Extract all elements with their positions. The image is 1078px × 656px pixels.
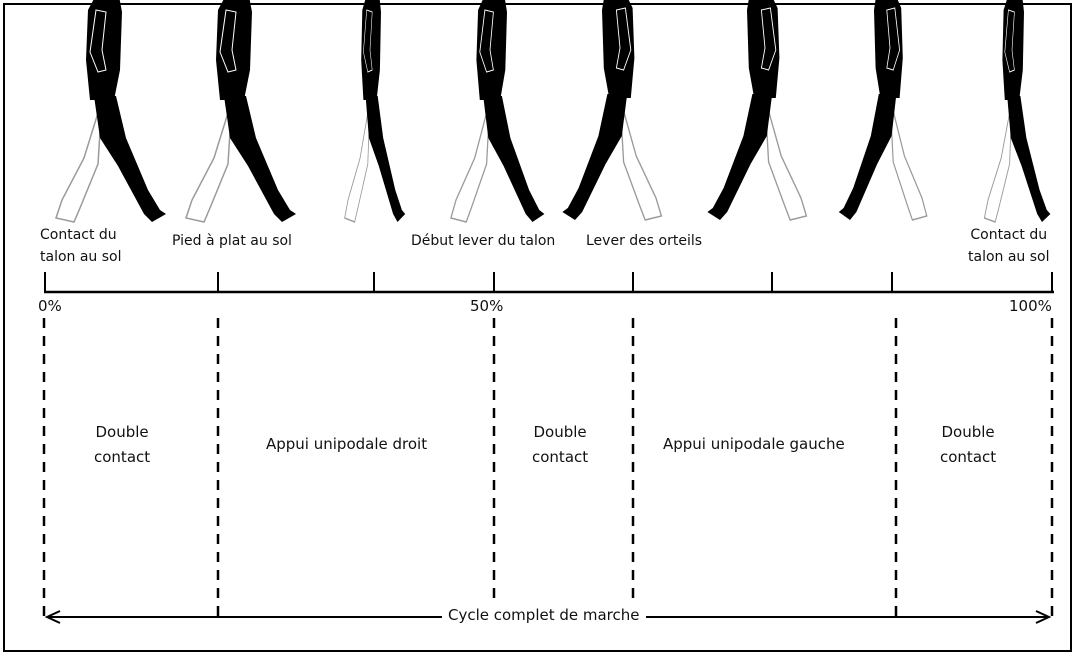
percent-label-50: 50% xyxy=(470,297,504,315)
walker-figure-7 xyxy=(838,0,928,221)
walker-figure-8 xyxy=(983,0,1052,223)
percent-label-0: 0% xyxy=(38,297,62,315)
phase-label-double-contact-1: Double contact xyxy=(94,420,150,470)
percent-label-100: 100% xyxy=(1009,297,1052,315)
phase-label-left-single-support: Appui unipodale gauche xyxy=(663,432,845,457)
timeline-ticks xyxy=(44,272,1053,292)
phase-label-right-single-support: Appui unipodale droit xyxy=(266,432,427,457)
event-label-line: Début lever du talon xyxy=(411,233,556,249)
walker-figure-5 xyxy=(561,0,663,221)
event-label-line: Pied à plat au sol xyxy=(172,233,292,249)
event-label-line: Contact du xyxy=(970,227,1048,243)
walker-figure-3 xyxy=(343,0,406,223)
phase-label-line: Double xyxy=(533,423,587,441)
event-label-heel-off: Début lever du talon xyxy=(411,230,555,252)
cycle-label: Cycle complet de marche xyxy=(442,606,646,624)
phase-label-double-contact-3: Double contact xyxy=(940,420,996,470)
phase-label-line: contact xyxy=(940,448,997,466)
walker-figure-1 xyxy=(55,0,167,223)
phase-label-line: Appui unipodale droit xyxy=(266,435,428,453)
event-label-foot-flat: Pied à plat au sol xyxy=(172,230,292,252)
walker-figure-2 xyxy=(185,0,297,223)
event-label-line: talon au sol xyxy=(40,249,122,265)
phase-label-line: Double xyxy=(941,423,995,441)
phase-boundaries xyxy=(42,318,1054,616)
event-label-line: talon au sol xyxy=(968,249,1050,265)
event-label-line: Lever des orteils xyxy=(586,233,703,249)
event-label-heel-contact-end: Contact du talon au sol xyxy=(968,224,1050,268)
event-label-line: Contact du xyxy=(40,227,117,243)
phase-label-line: Appui unipodale gauche xyxy=(663,435,845,453)
event-label-toe-off: Lever des orteils xyxy=(586,230,702,252)
event-label-heel-contact-start: Contact du talon au sol xyxy=(40,224,122,268)
phase-label-line: contact xyxy=(532,448,589,466)
phase-label-line: contact xyxy=(94,448,151,466)
diagram-frame xyxy=(3,3,1072,652)
walker-figure-4 xyxy=(450,0,546,223)
phase-label-double-contact-2: Double contact xyxy=(532,420,588,470)
phase-label-line: Double xyxy=(95,423,149,441)
walker-figure-6 xyxy=(706,0,808,221)
